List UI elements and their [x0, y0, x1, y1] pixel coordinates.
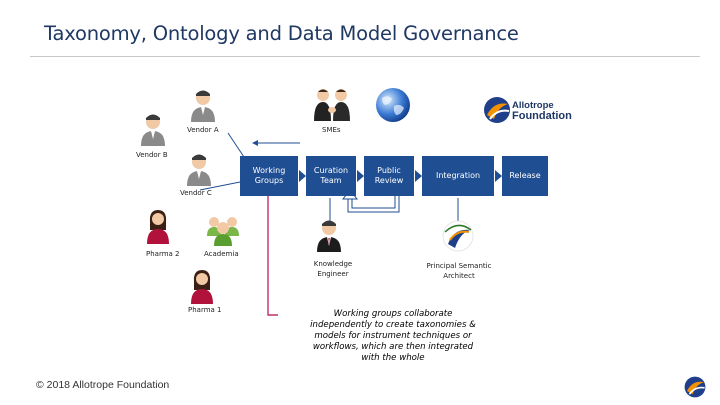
- handshake-icon: [314, 89, 350, 121]
- knowledge-engineer-label: Knowledge Engineer: [313, 260, 353, 278]
- stage-curation-team: Curation Team: [306, 156, 356, 196]
- pharma-2-label: Pharma 2: [146, 250, 180, 258]
- vendor-c-label: Vendor C: [180, 189, 212, 197]
- flow-arrow: [357, 170, 364, 182]
- person-icon: [207, 217, 239, 246]
- flow-arrow: [415, 170, 422, 182]
- vendor-a-label: Vendor A: [187, 126, 219, 134]
- title-divider: [30, 56, 700, 57]
- academia-label: Academia: [204, 250, 239, 258]
- person-icon: [191, 270, 213, 304]
- framework-logo-icon: [442, 220, 474, 252]
- allotrope-logo-icon: [484, 97, 510, 123]
- pharma-1-label: Pharma 1: [188, 306, 222, 314]
- globe-icon: [376, 88, 410, 122]
- person-icon: [141, 114, 165, 146]
- stage-integration: Integration: [422, 156, 494, 196]
- vendor-b-label: Vendor B: [136, 151, 168, 159]
- stage-working-groups: Working Groups: [240, 156, 298, 196]
- allotrope-logo-icon: [684, 376, 706, 398]
- logo-line1: Allotrope: [512, 100, 554, 111]
- allotrope-logo-text: Allotrope Foundation: [512, 100, 572, 122]
- person-icon: [191, 90, 215, 122]
- person-icon: [187, 154, 211, 186]
- person-icon: [147, 210, 169, 244]
- stage-public-review: Public Review: [364, 156, 414, 196]
- stage-release: Release: [502, 156, 548, 196]
- principal-architect-label: Principal Semantic Architect: [426, 262, 492, 280]
- flow-arrow: [299, 170, 306, 182]
- smes-label: SMEs: [322, 126, 341, 134]
- description-note: Working groups collaborate independently…: [310, 309, 476, 363]
- slide-title: Taxonomy, Ontology and Data Model Govern…: [44, 22, 519, 45]
- logo-line2: Foundation: [512, 110, 572, 122]
- flow-arrow: [495, 170, 502, 182]
- person-icon: [317, 220, 341, 252]
- copyright-text: © 2018 Allotrope Foundation: [36, 379, 170, 391]
